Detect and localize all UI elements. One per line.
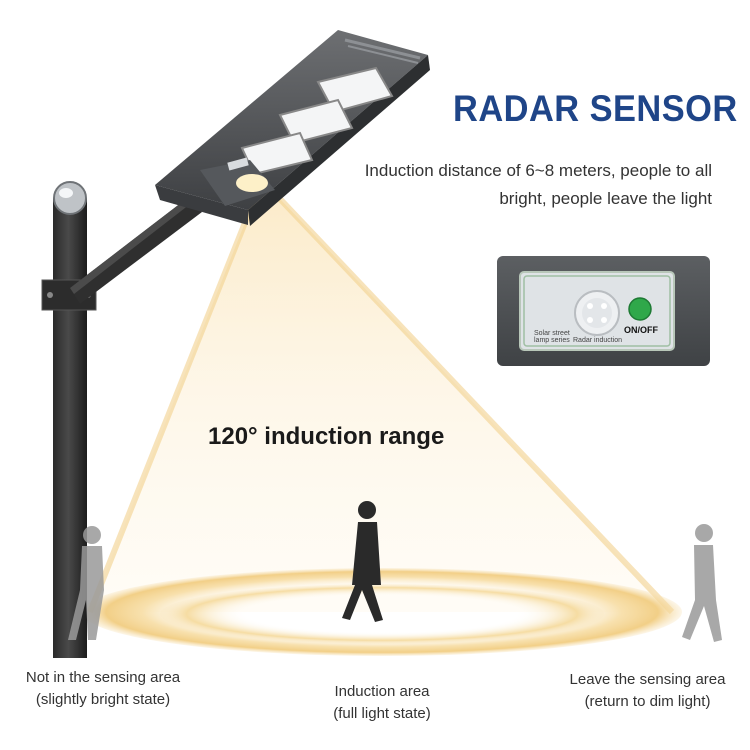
caption-left-line-1: Not in the sensing area: [25, 669, 181, 686]
person-center-silhouette: [342, 501, 383, 622]
inner-light-ring: [160, 584, 604, 644]
lamp-head: [155, 30, 430, 226]
caption-right: Leave the sensing area (return to dim li…: [555, 669, 740, 713]
lamp-arm: [70, 196, 202, 304]
caption-middle-line-1: Induction area: [334, 683, 430, 700]
light-cone: [90, 180, 672, 612]
description-line-1: Induction distance of 6~8 meters, people…: [364, 161, 712, 180]
panel-caption-1: Solar street: [534, 330, 570, 337]
onoff-label: ON/OFF: [624, 325, 658, 335]
person-left-silhouette: [68, 526, 104, 640]
panel-caption-2: lamp series: [534, 337, 570, 344]
caption-right-line-1: Leave the sensing area: [569, 671, 726, 688]
pole-cap: [53, 181, 87, 215]
caption-middle-line-2: (full light state): [333, 705, 431, 722]
description-line-2: bright, people leave the light: [499, 189, 712, 208]
page-title: RADAR SENSOR: [453, 88, 738, 129]
caption-right-line-2: (return to dim light): [584, 693, 711, 710]
caption-left-line-2: (slightly bright state): [35, 691, 171, 708]
panel-caption-3: Radar induction: [573, 337, 623, 344]
onoff-switch-button: [628, 297, 652, 321]
led-panel-2: [278, 98, 354, 145]
sensor-panel-closeup: [497, 256, 710, 366]
caption-left: Not in the sensing area (slightly bright…: [8, 667, 198, 711]
caption-middle: Induction area (full light state): [292, 681, 472, 725]
sensor-description: Induction distance of 6~8 meters, people…: [332, 157, 712, 213]
induction-range-label: 120° induction range: [208, 423, 445, 450]
person-right-silhouette: [682, 524, 722, 642]
